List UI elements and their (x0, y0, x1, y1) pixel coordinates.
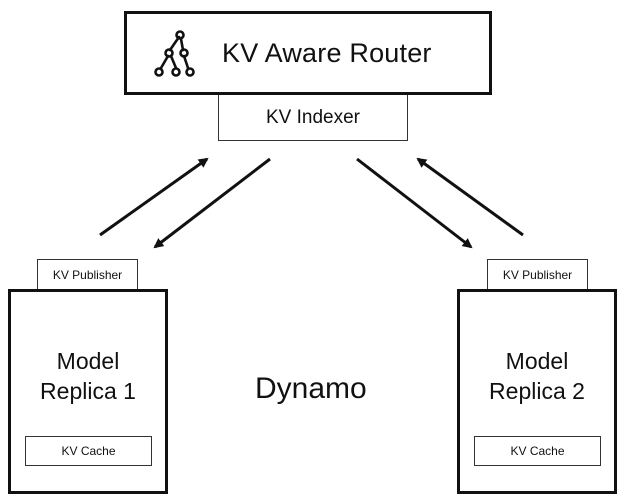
kv-indexer-label: KV Indexer (266, 106, 360, 128)
model-replica-1-title: Model Replica 1 (40, 348, 136, 404)
kv-indexer-box: KV Indexer (218, 95, 408, 141)
kv-publisher-box-1: KV Publisher (37, 259, 138, 289)
kv-cache-label-1: KV Cache (61, 444, 116, 458)
model-replica-2-title: Model Replica 2 (489, 348, 585, 404)
kv-publisher-box-2: KV Publisher (487, 259, 588, 289)
router-title: KV Aware Router (222, 38, 432, 68)
hierarchy-tree-icon (154, 30, 195, 77)
dynamo-label: Dynamo (255, 372, 367, 405)
kv-cache-box-1: KV Cache (25, 436, 152, 466)
arrow-replica1-to-indexer (99, 157, 209, 237)
kv-aware-router-box: KV Aware Router (124, 11, 492, 95)
kv-cache-label-2: KV Cache (510, 444, 565, 458)
arrow-indexer-to-replica2 (356, 157, 473, 249)
arrow-replica2-to-indexer (416, 157, 524, 237)
kv-cache-box-2: KV Cache (474, 436, 601, 466)
kv-publisher-label-1: KV Publisher (52, 267, 123, 282)
kv-publisher-label-2: KV Publisher (502, 267, 573, 282)
model-replica-2-box: Model Replica 2 KV Cache (457, 289, 617, 494)
arrow-indexer-to-replica1 (153, 157, 271, 249)
model-replica-1-box: Model Replica 1 KV Cache (8, 289, 168, 494)
